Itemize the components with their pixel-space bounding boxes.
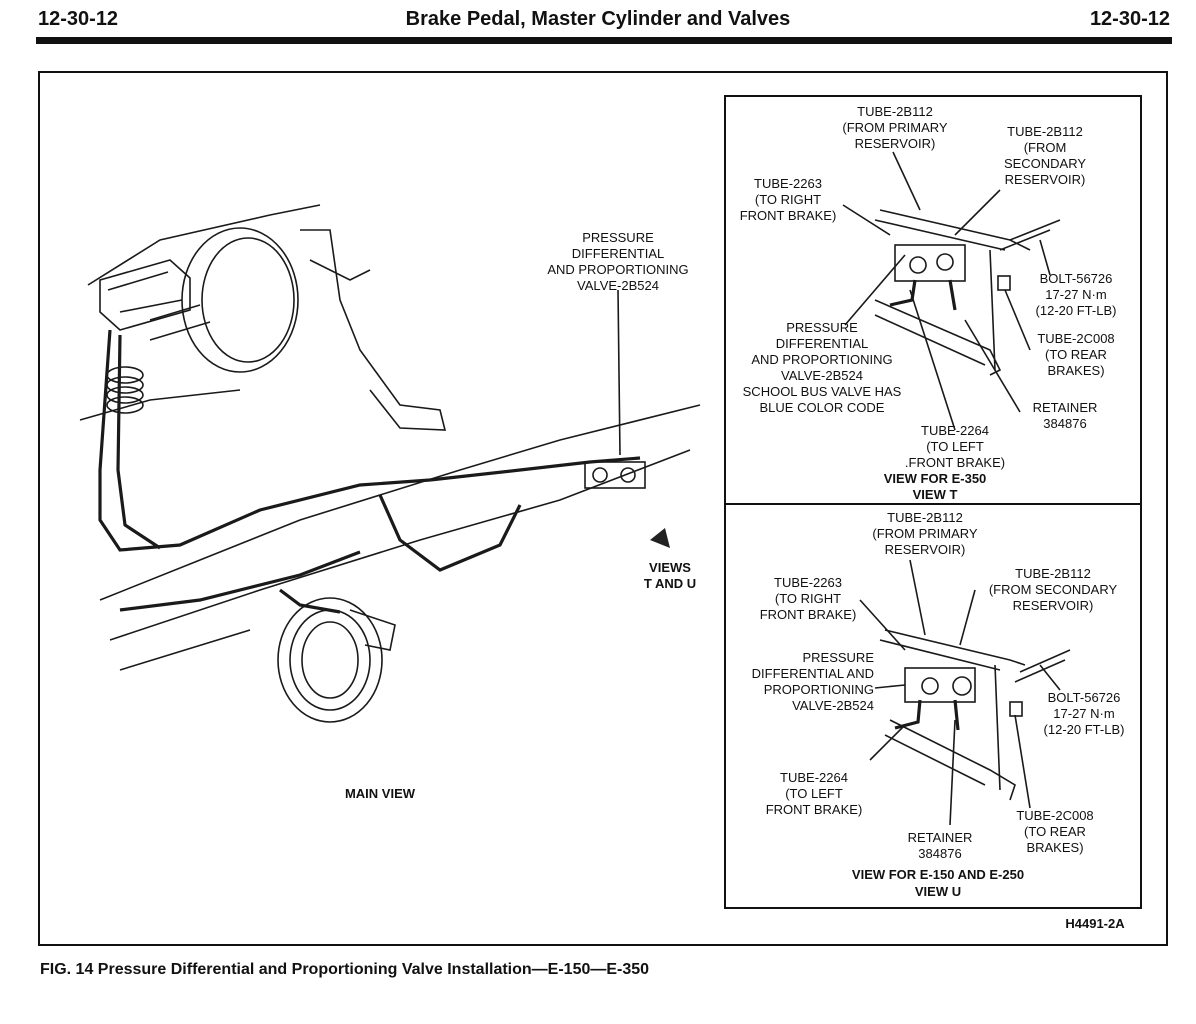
figure-caption: FIG. 14 Pressure Differential and Propor… xyxy=(40,961,650,978)
view-t-tube-primary-label: TUBE-2B112 (FROM PRIMARY RESERVOIR) xyxy=(842,104,948,151)
view-t-tube-left-label: TUBE-2264 (TO LEFT .FRONT BRAKE) xyxy=(904,423,1006,470)
view-t-caption: VIEW FOR E-350 xyxy=(883,471,987,486)
figure-code: H4491-2A xyxy=(1065,916,1125,931)
view-t-tube-right-label: TUBE-2263 (TO RIGHT FRONT BRAKE) xyxy=(739,176,837,223)
figure-frame xyxy=(38,71,1168,946)
view-u-tube-left-label: TUBE-2264 (TO LEFT FRONT BRAKE) xyxy=(765,770,863,817)
page-title: Brake Pedal, Master Cylinder and Valves xyxy=(405,8,791,30)
header-rule xyxy=(36,37,1172,44)
view-u-caption: VIEW FOR E-150 AND E-250 xyxy=(851,867,1025,882)
view-t-tube-secondary-label: TUBE-2B112 (FROM SECONDARY RESERVOIR) xyxy=(1003,124,1087,187)
view-u-caption-2: VIEW U xyxy=(914,884,962,899)
views-t-and-u-label: VIEWS T AND U xyxy=(643,560,697,591)
view-u-tube-secondary-label: TUBE-2B112 (FROM SECONDARY RESERVOIR) xyxy=(988,566,1118,613)
view-u-drawing xyxy=(859,559,1071,826)
view-t-tube-rear-label: TUBE-2C008 (TO REAR BRAKES) xyxy=(1037,331,1115,378)
main-view-drawing xyxy=(79,204,701,723)
view-t-valve-label: PRESSURE DIFFERENTIAL AND PROPORTIONING … xyxy=(742,320,902,415)
view-t-drawing xyxy=(842,151,1061,431)
view-u-tube-primary-label: TUBE-2B112 (FROM PRIMARY RESERVOIR) xyxy=(872,510,978,557)
main-valve-label: PRESSURE DIFFERENTIAL AND PROPORTIONING … xyxy=(547,230,689,293)
page-number-left: 12-30-12 xyxy=(38,8,119,30)
page-number-right: 12-30-12 xyxy=(1089,8,1170,30)
view-u-box xyxy=(724,503,1142,909)
view-u-tube-rear-label: TUBE-2C008 (TO REAR BRAKES) xyxy=(1016,808,1094,855)
view-u-retainer-label: RETAINER 384876 xyxy=(907,830,973,861)
view-t-retainer-label: RETAINER 384876 xyxy=(1032,400,1098,431)
view-u-tube-right-label: TUBE-2263 (TO RIGHT FRONT BRAKE) xyxy=(759,575,857,622)
view-t-caption-2: VIEW T xyxy=(912,487,958,502)
main-view-label: MAIN VIEW xyxy=(344,786,416,801)
view-u-bolt-label: BOLT-56726 17-27 N·m (12-20 FT-LB) xyxy=(1043,690,1125,737)
view-u-valve-label: PRESSURE DIFFERENTIAL AND PROPORTIONING … xyxy=(751,650,874,713)
view-t-bolt-label: BOLT-56726 17-27 N·m (12-20 FT-LB) xyxy=(1035,271,1117,318)
